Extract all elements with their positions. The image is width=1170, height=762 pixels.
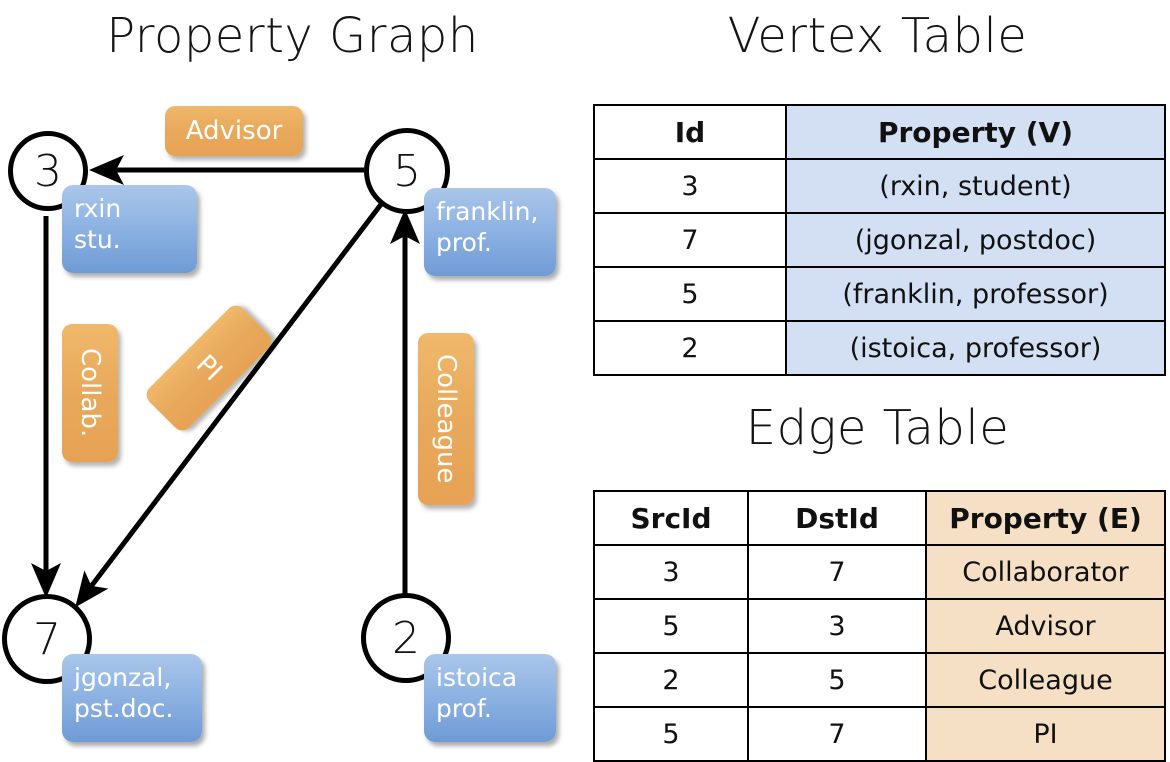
vertex-row-0-property: (rxin, student): [785, 158, 1166, 214]
table-row[interactable]: 5 (franklin, professor): [593, 266, 1166, 322]
graph-node-2[interactable]: 2: [361, 593, 451, 683]
vertex-row-2-id: 5: [593, 266, 787, 322]
edge-row-1-dst: 3: [747, 598, 927, 654]
edge-row-2-property: Colleague: [925, 652, 1166, 708]
edge-table: SrcId DstId Property (E) 3 7 Collaborato…: [593, 490, 1166, 762]
edge-row-3-src: 5: [593, 706, 749, 762]
table-row[interactable]: 3 7 Collaborator: [593, 544, 1166, 600]
vertex-table-header-id: Id: [593, 104, 787, 160]
vertex-property-box-7-line1: jgonzal,: [74, 663, 172, 692]
page-title-property-graph: Property Graph: [106, 8, 479, 64]
vertex-row-0-id: 3: [593, 158, 787, 214]
vertex-property-box-3: rxin stu.: [62, 185, 197, 273]
edge-table-header-property: Property (E): [925, 490, 1166, 546]
edge-row-1-property: Advisor: [925, 598, 1166, 654]
table-row[interactable]: 3 (rxin, student): [593, 158, 1166, 214]
edge-row-0-property: Collaborator: [925, 544, 1166, 600]
vertex-property-box-2: istoica prof.: [424, 654, 556, 742]
vertex-row-3-property: (istoica, professor): [785, 320, 1166, 376]
graph-node-2-label: 2: [392, 612, 420, 664]
edge-row-3-dst: 7: [747, 706, 927, 762]
graph-edge-lines: [31, 155, 420, 608]
vertex-property-box-2-line1: istoica: [436, 663, 518, 692]
vertex-table: Id Property (V) 3 (rxin, student) 7 (jgo…: [593, 104, 1166, 376]
vertex-row-3-id: 2: [593, 320, 787, 376]
property-graph-diagram: 3 5 7 2 rxin stu. franklin, prof. jgonza…: [0, 0, 585, 760]
edge-label-advisor: Advisor: [165, 106, 303, 156]
page-title-vertex-table: Vertex Table: [727, 8, 1028, 64]
vertex-property-box-5-line1: franklin,: [436, 197, 539, 226]
edge-row-0-src: 3: [593, 544, 749, 600]
edge-row-2-src: 2: [593, 652, 749, 708]
table-row[interactable]: 2 5 Colleague: [593, 652, 1166, 708]
edge-table-header-dstid: DstId: [747, 490, 927, 546]
edge-label-colleague: Colleague: [418, 333, 474, 505]
edge-row-0-dst: 7: [747, 544, 927, 600]
table-row[interactable]: 5 3 Advisor: [593, 598, 1166, 654]
graph-node-5-label: 5: [393, 145, 421, 197]
table-row[interactable]: 2 (istoica, professor): [593, 320, 1166, 376]
vertex-property-box-5: franklin, prof.: [424, 188, 556, 276]
edge-label-advisor-text: Advisor: [185, 116, 283, 146]
edge-line-5-to-7: [75, 201, 384, 608]
vertex-property-box-5-line2: prof.: [436, 227, 492, 257]
edge-table-header-row: SrcId DstId Property (E): [593, 490, 1166, 546]
edge-table-header-srcid: SrcId: [593, 490, 749, 546]
page-title-edge-table: Edge Table: [745, 400, 1010, 456]
graph-node-3-label: 3: [34, 145, 62, 197]
vertex-property-box-7: jgonzal, pst.doc.: [62, 654, 202, 742]
edge-label-collab-text: Collab.: [75, 348, 105, 438]
table-row[interactable]: 5 7 PI: [593, 706, 1166, 762]
edge-label-pi-text: PI: [190, 349, 228, 387]
table-row[interactable]: 7 (jgonzal, postdoc): [593, 212, 1166, 268]
edge-row-3-property: PI: [925, 706, 1166, 762]
vertex-table-header-row: Id Property (V): [593, 104, 1166, 160]
vertex-row-1-id: 7: [593, 212, 787, 268]
edge-label-collab: Collab.: [62, 324, 118, 462]
edge-label-colleague-text: Colleague: [431, 354, 461, 484]
vertex-property-box-3-line2: stu.: [74, 224, 121, 254]
edge-row-2-dst: 5: [747, 652, 927, 708]
graph-node-7-label: 7: [33, 613, 61, 665]
vertex-property-box-3-line1: rxin: [74, 194, 122, 223]
vertex-table-header-property: Property (V): [785, 104, 1166, 160]
vertex-row-2-property: (franklin, professor): [785, 266, 1166, 322]
vertex-property-box-7-line2: pst.doc.: [74, 693, 174, 723]
vertex-row-1-property: (jgonzal, postdoc): [785, 212, 1166, 268]
edge-row-1-src: 5: [593, 598, 749, 654]
vertex-property-box-2-line2: prof.: [436, 693, 492, 723]
